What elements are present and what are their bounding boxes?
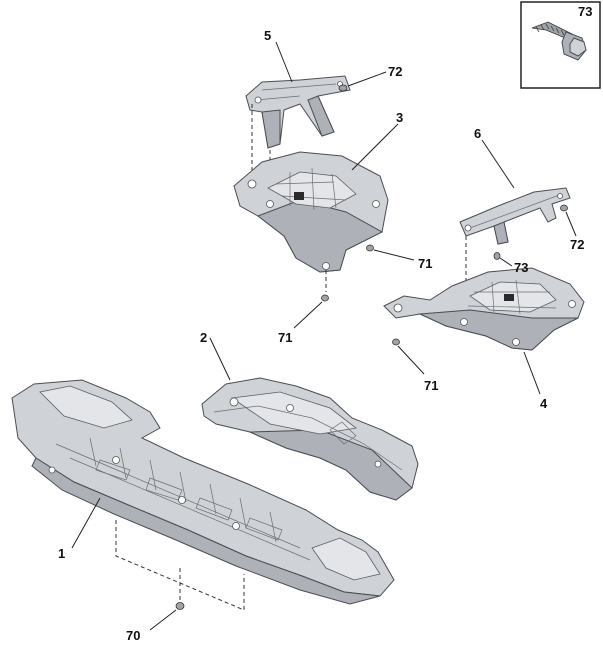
leader-70 — [149, 609, 177, 631]
nut-72-upper-icon — [338, 84, 348, 92]
bolt-71-center-icon — [321, 294, 329, 302]
bolt-71-right-icon — [366, 244, 374, 252]
leader-73-right — [499, 257, 513, 267]
callout-6: 6 — [474, 126, 481, 141]
callout-73-inset: 73 — [578, 4, 592, 19]
leader-4 — [523, 351, 541, 395]
leader-71-lower — [397, 345, 425, 375]
leader-2 — [209, 337, 231, 381]
leader-72-upper — [347, 71, 387, 87]
bolt-71-lower-icon — [392, 338, 400, 346]
bolt-73-right-icon — [493, 252, 501, 260]
callout-70: 70 — [126, 628, 140, 643]
leader-71-center — [293, 301, 323, 329]
callout-1: 1 — [58, 546, 65, 561]
callout-72-upper: 72 — [388, 64, 402, 79]
leader-71-right — [373, 249, 415, 261]
nut-72-right-icon — [560, 204, 568, 212]
part-2-middle-shield — [201, 377, 419, 501]
callout-5: 5 — [264, 28, 271, 43]
callout-4: 4 — [540, 396, 548, 411]
part-1-front-undertray — [11, 379, 395, 605]
callout-72-right: 72 — [570, 237, 584, 252]
part-3-upper-shield — [233, 151, 389, 273]
leader-5 — [275, 41, 293, 83]
callout-71-right: 71 — [418, 256, 432, 271]
leader-1 — [71, 497, 101, 549]
callout-3: 3 — [396, 110, 403, 125]
callout-71-lower: 71 — [424, 378, 438, 393]
part-6-right-bracket — [459, 187, 571, 245]
leader-3 — [351, 123, 399, 171]
callout-73-right: 73 — [514, 260, 528, 275]
inset-box-bolt-73: 73 — [520, 1, 601, 89]
leader-72-right — [565, 211, 577, 237]
callout-2: 2 — [200, 330, 207, 345]
leader-6 — [481, 139, 515, 189]
bolt-70-icon — [175, 602, 185, 610]
callout-71-center: 71 — [278, 330, 292, 345]
part-5-upper-bracket — [245, 75, 351, 149]
part-4-right-shield — [383, 267, 585, 351]
bolt-73-inset-icon — [531, 21, 587, 61]
